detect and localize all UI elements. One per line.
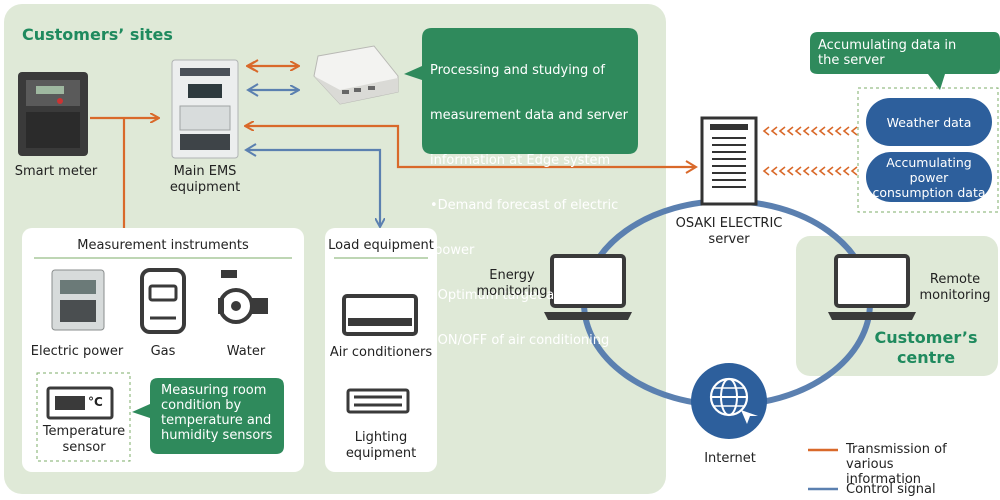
electric-power-meter-icon <box>51 269 105 331</box>
edge-line-6: •Optimum target allocation <box>430 288 610 303</box>
control-arrowhead <box>246 83 259 97</box>
temperature-sensor-icon <box>46 386 114 420</box>
remote-monitoring-label: Remote monitoring <box>919 272 991 303</box>
legend-control-label: Control signal <box>846 482 936 497</box>
gas-meter-icon <box>140 268 186 334</box>
weather-data-pill: Weather data <box>886 114 972 130</box>
edge-line-2: measurement data and server <box>430 108 628 123</box>
remote-laptop-icon <box>828 254 916 320</box>
ems-edge-arrowhead <box>246 59 259 73</box>
water-meter-icon <box>218 270 268 324</box>
power-chevrons <box>762 166 858 176</box>
water-label: Water <box>226 344 266 359</box>
sensor-reading: °C <box>88 395 103 409</box>
customers-sites-title: Customers’ sites <box>22 25 173 44</box>
lighting-label: Lighting equipment <box>345 430 417 461</box>
weather-chevrons <box>762 126 858 136</box>
lighting-icon <box>346 388 410 414</box>
energy-monitoring-label: Energy monitoring <box>476 268 548 299</box>
load-title: Load equipment <box>328 238 434 253</box>
edge-line-7: •ON/OFF of air conditioning <box>430 333 610 348</box>
temperature-label: Temperature sensor <box>42 424 126 455</box>
accum-callout-bubble <box>810 32 1000 90</box>
edge-line-4: •Demand forecast of electric <box>430 198 619 213</box>
edge-callout-text: Processing and studying of measurement d… <box>430 33 636 363</box>
edge-line-1: Processing and studying of <box>430 63 605 78</box>
internet-label: Internet <box>704 451 756 466</box>
customers-centre-title: Customer’s centre <box>874 328 978 367</box>
air-conditioners-label: Air conditioners <box>329 345 433 360</box>
power-pill-shape <box>866 152 992 202</box>
electric-power-label: Electric power <box>30 344 124 359</box>
power-data-pill: Accumulating power consumption data <box>872 154 986 200</box>
server-icon <box>700 116 758 206</box>
weather-pill-shape <box>866 98 992 146</box>
server-arrowhead <box>685 160 698 174</box>
internet-globe-icon <box>691 363 767 439</box>
energy-laptop-icon <box>544 254 632 320</box>
smart-meter-label: Smart meter <box>14 164 98 179</box>
server-ems-line <box>246 126 694 169</box>
ems-control-arrowhead <box>244 143 257 157</box>
server-label: OSAKI ELECTRIC server <box>675 216 783 247</box>
legend-transmission-label: Transmission of various information <box>846 442 947 487</box>
measuring-callout-text: Measuring room condition by temperature … <box>161 383 273 443</box>
ems-label: Main EMS equipment <box>169 164 241 195</box>
measuring-callout-bubble <box>132 378 284 454</box>
ems-load-control-line <box>246 148 380 226</box>
edge-line-3: information at Edge system <box>430 153 611 168</box>
accum-callout-text: Accumulating data in the server <box>818 38 957 68</box>
ems-equipment-icon <box>171 59 239 159</box>
temperature-frame <box>36 372 131 462</box>
air-conditioner-icon <box>342 294 418 336</box>
measurement-title: Measurement instruments <box>77 238 249 253</box>
gas-label: Gas <box>150 344 176 359</box>
edge-callout-bubble <box>404 28 638 154</box>
edge-line-5: power <box>430 243 475 258</box>
edge-device-icon <box>313 45 399 105</box>
smart-meter-icon <box>18 72 88 156</box>
